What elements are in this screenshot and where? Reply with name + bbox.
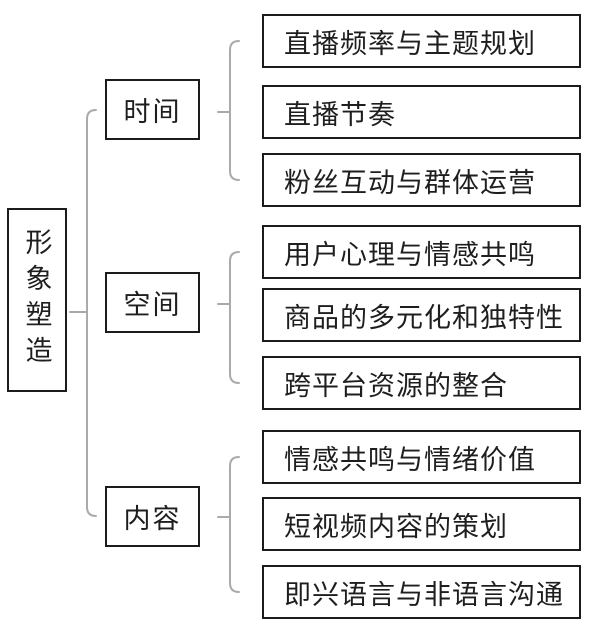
branch-node-space: 空间 bbox=[105, 272, 200, 333]
leaf-node: 情感共鸣与情绪价值 bbox=[262, 430, 581, 484]
root-node-image-shaping: 形象塑造 bbox=[7, 208, 67, 392]
leaf-node: 短视频内容的策划 bbox=[262, 497, 581, 551]
leaf-node: 用户心理与情感共鸣 bbox=[262, 225, 581, 279]
leaf-node: 商品的多元化和独特性 bbox=[262, 288, 581, 342]
brace-space bbox=[229, 251, 240, 384]
brace-root bbox=[86, 109, 97, 517]
leaf-node: 跨平台资源的整合 bbox=[262, 356, 581, 410]
brace-content bbox=[229, 456, 240, 593]
brace-time bbox=[229, 40, 240, 181]
branch-node-time: 时间 bbox=[105, 79, 200, 140]
branch-node-content: 内容 bbox=[105, 486, 200, 547]
leaf-node: 直播节奏 bbox=[262, 85, 581, 139]
leaf-node: 即兴语言与非语言沟通 bbox=[262, 565, 581, 619]
leaf-node: 粉丝互动与群体运营 bbox=[262, 153, 581, 207]
leaf-node: 直播频率与主题规划 bbox=[262, 14, 581, 68]
